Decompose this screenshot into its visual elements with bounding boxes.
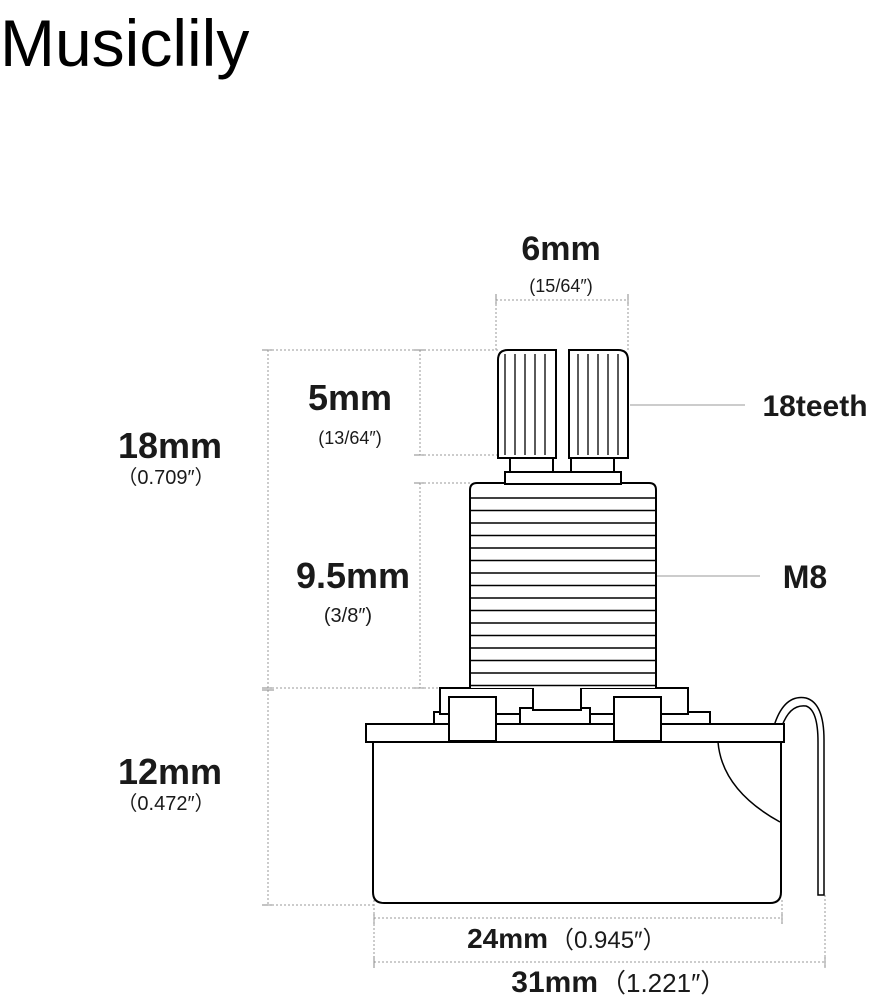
shaft-height-imperial: （0.709″） <box>117 466 214 489</box>
shaft-width-dimension <box>495 294 629 350</box>
threaded-bushing <box>469 482 657 688</box>
body-height-label: 12mm <box>118 751 222 792</box>
shaft-height-label: 18mm <box>118 425 222 466</box>
body-width-dimension <box>373 900 783 965</box>
brand-logo: Musiclily <box>0 6 249 80</box>
overall-width-label: 31mm <box>511 966 598 999</box>
shaft-collar <box>504 457 622 485</box>
bushing-height-dimension <box>268 482 470 689</box>
teeth-callout: 18teeth <box>762 390 867 423</box>
thread-callout: M8 <box>783 559 827 595</box>
body-height-dimension <box>262 689 376 906</box>
overall-width-dimension <box>373 895 826 968</box>
bushing-height-label: 9.5mm <box>296 555 410 596</box>
overall-width-imperial: （1.221″） <box>600 968 726 998</box>
shaft-width-label: 6mm <box>521 230 600 268</box>
shaft-width-imperial: (15/64″) <box>529 276 592 296</box>
knurled-shaft <box>497 349 629 459</box>
body-width-label: 24mm <box>467 923 548 954</box>
knurl-height-label: 5mm <box>308 377 392 418</box>
body-height-imperial: （0.472″） <box>117 792 214 815</box>
potentiometer-body <box>365 663 825 904</box>
bushing-height-imperial: (3/8″) <box>324 605 372 627</box>
knurl-height-imperial: (13/64″) <box>318 428 381 448</box>
body-width-imperial: （0.945″） <box>550 927 667 954</box>
knurl-height-dimension <box>414 349 505 456</box>
